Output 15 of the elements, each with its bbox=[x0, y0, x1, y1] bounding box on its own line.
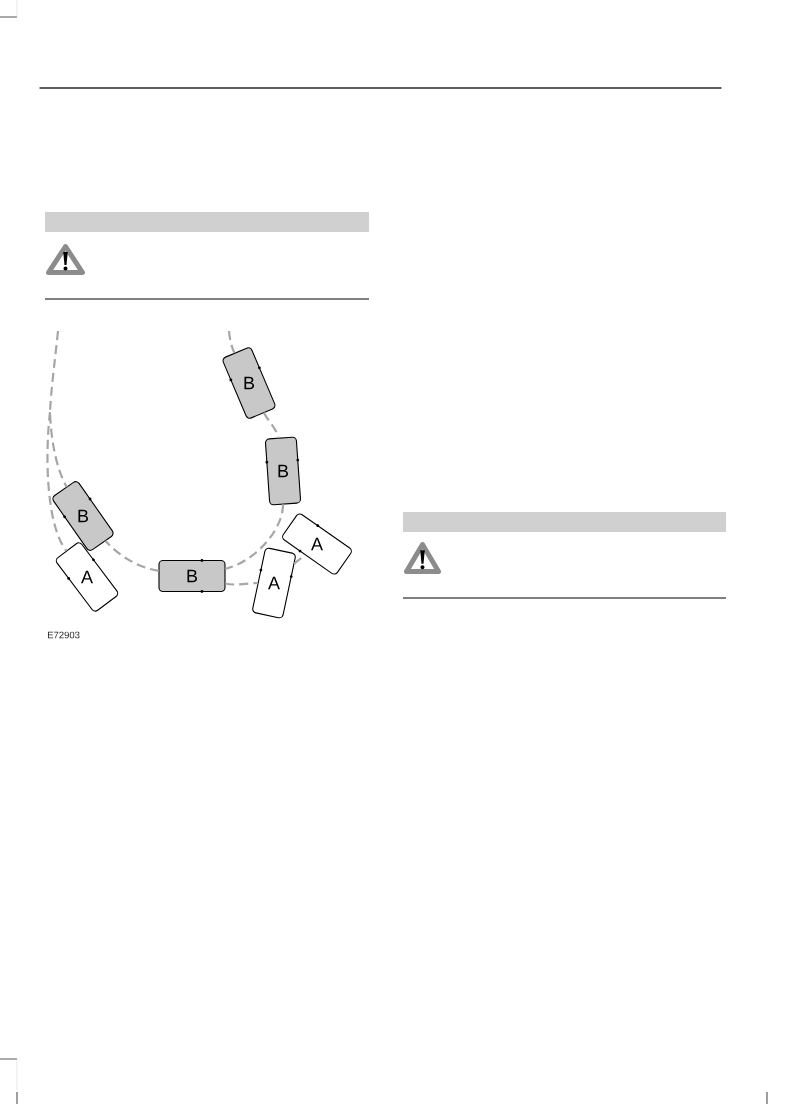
car-box: B bbox=[222, 347, 276, 419]
dashed-path bbox=[262, 412, 280, 439]
car-box: B bbox=[158, 559, 226, 593]
section-bar bbox=[403, 512, 726, 532]
dashed-path bbox=[104, 540, 159, 572]
dashed-path bbox=[227, 330, 236, 354]
car-box: A bbox=[55, 542, 119, 612]
section-bar bbox=[45, 212, 369, 232]
dashed-path bbox=[224, 504, 285, 570]
car-box: B bbox=[52, 481, 114, 551]
dashed-path bbox=[225, 581, 258, 586]
car-box: A bbox=[252, 547, 296, 619]
figure-code: E72903 bbox=[48, 631, 80, 639]
car-box: B bbox=[264, 436, 302, 506]
car-box: A bbox=[282, 513, 352, 575]
